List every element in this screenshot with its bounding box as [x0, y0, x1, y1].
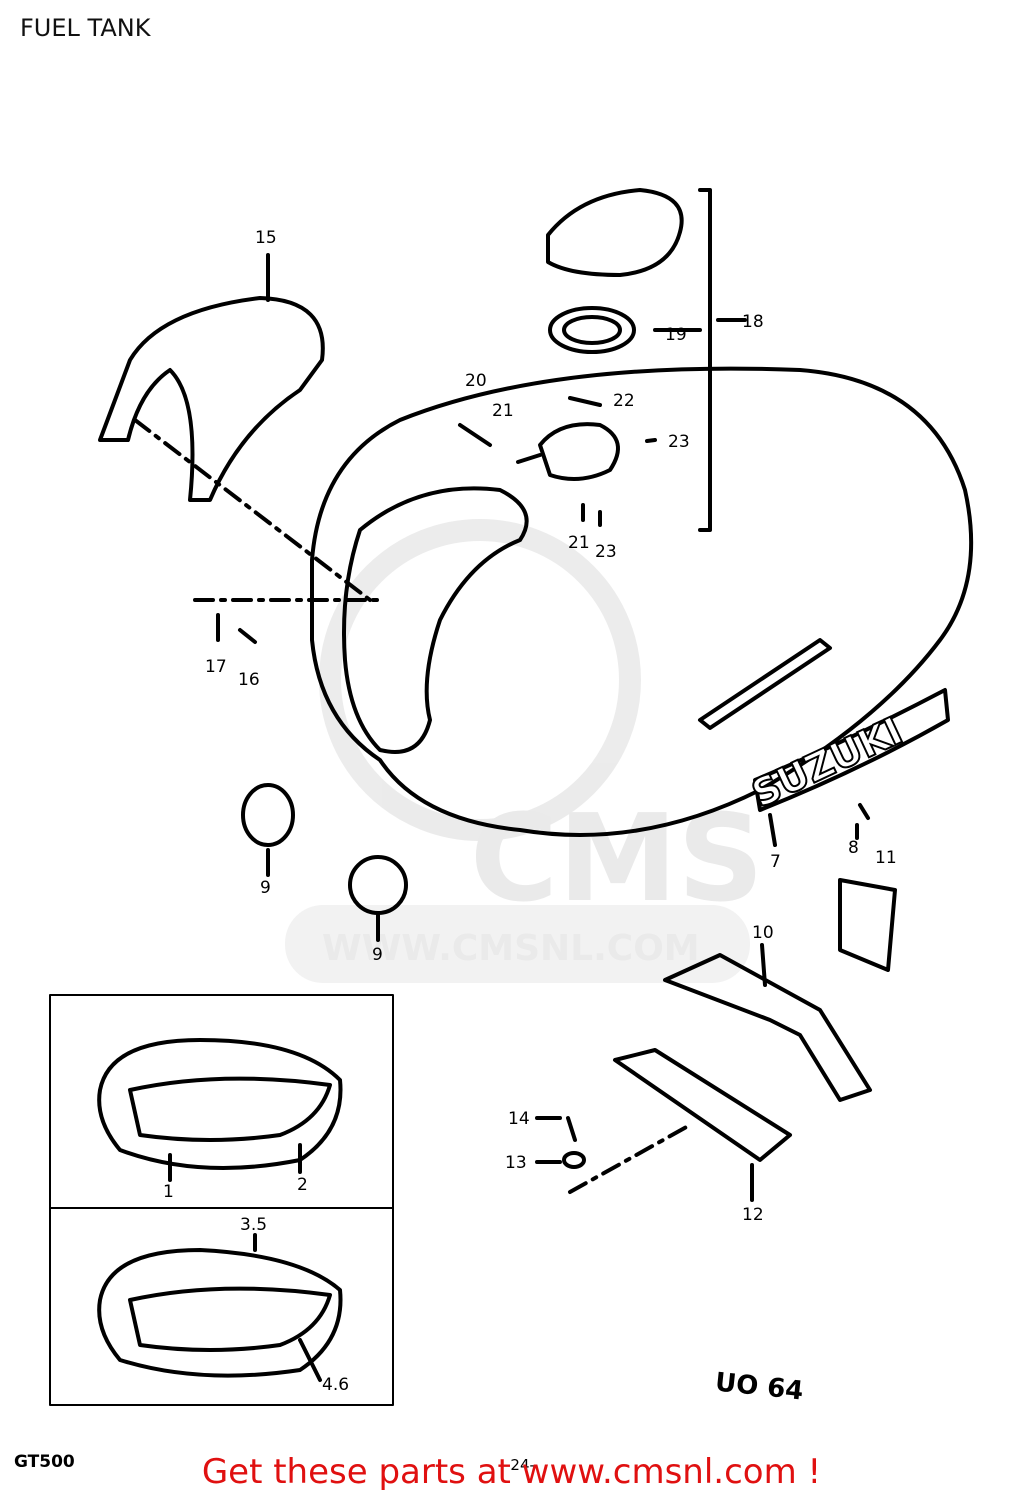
callout-2: 2 — [297, 1175, 308, 1195]
callout-23b: 23 — [595, 542, 617, 562]
model-label: GT500 — [14, 1452, 75, 1472]
callout-13: 13 — [505, 1153, 527, 1173]
callout-4-6: 4.6 — [322, 1375, 349, 1395]
callout-23: 23 — [668, 432, 690, 452]
fuel-cap-part — [546, 188, 684, 277]
callout-12: 12 — [742, 1205, 764, 1225]
callout-22: 22 — [613, 391, 635, 411]
callout-19: 19 — [665, 325, 687, 345]
fuel-tank-part — [310, 366, 974, 837]
callout-16: 16 — [238, 670, 260, 690]
callout-21: 21 — [492, 401, 514, 421]
callout-14: 14 — [508, 1109, 530, 1129]
callout-7: 7 — [770, 852, 781, 872]
page-number: -24- — [505, 1456, 535, 1474]
callout-9b: 9 — [372, 945, 383, 965]
callout-8: 8 — [848, 838, 859, 858]
gasket-part — [548, 306, 636, 354]
callout-15: 15 — [255, 228, 277, 248]
callout-3-5: 3.5 — [240, 1215, 267, 1235]
callout-21b: 21 — [568, 533, 590, 553]
tank-badge-part — [753, 688, 950, 812]
callout-20: 20 — [465, 371, 487, 391]
watermark-site: WWW.CMSNL.COM — [322, 928, 700, 969]
knee-grip-part — [98, 296, 325, 502]
callout-9a: 9 — [260, 878, 271, 898]
callout-11: 11 — [875, 848, 897, 868]
tank-badge-text: SUZUKI — [745, 709, 909, 817]
callout-1: 1 — [163, 1182, 174, 1202]
bracket-part-12 — [613, 1048, 792, 1162]
callout-18: 18 — [742, 312, 764, 332]
watermark: CMS WWW.CMSNL.COM — [285, 519, 764, 983]
bracket-part — [663, 953, 872, 1102]
callout-17: 17 — [205, 657, 227, 677]
callout-10: 10 — [752, 923, 774, 943]
cushion-part — [241, 783, 295, 847]
page-title: FUEL TANK — [20, 14, 151, 42]
cmsnl-link[interactable]: Get these parts at www.cmsnl.com ! — [201, 1452, 822, 1492]
